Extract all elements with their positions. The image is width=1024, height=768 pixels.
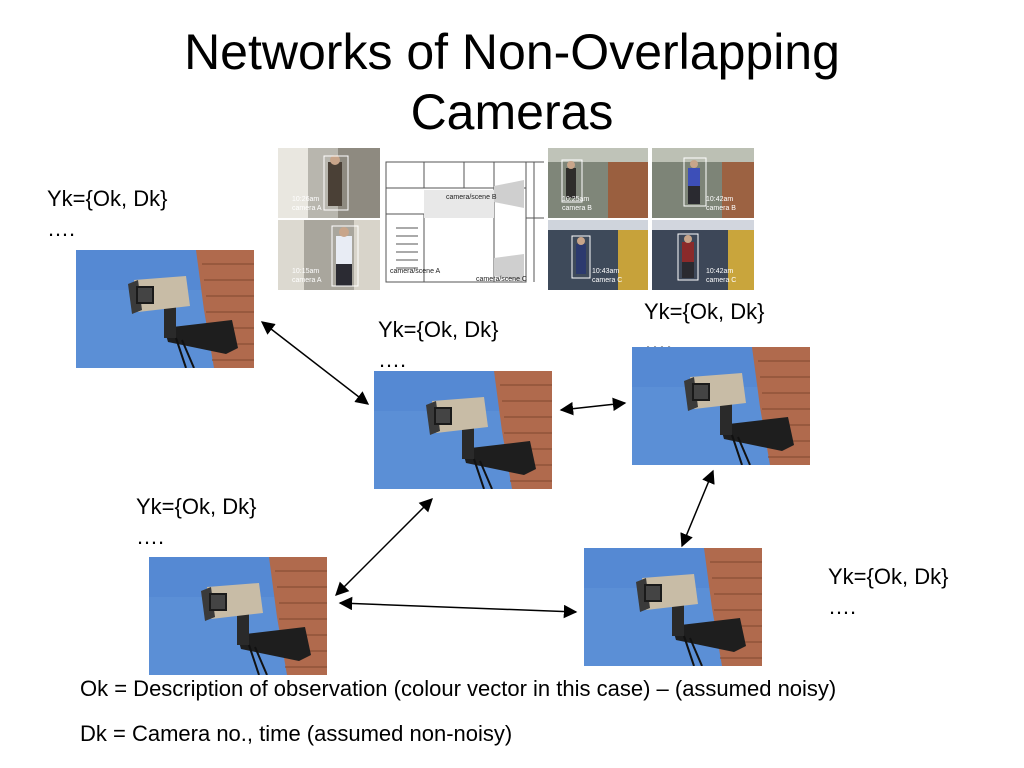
node-label-1: Yk={Ok, Dk} …. (47, 184, 167, 244)
node-label-2: Yk={Ok, Dk} …. (378, 315, 498, 375)
node-label-ellipsis: …. (828, 594, 857, 619)
node-label-ellipsis: …. (378, 347, 407, 372)
floorplan-label-a: camera/scene A (390, 268, 441, 275)
frame-time: 10:25am (562, 196, 590, 203)
floorplan-label-c: camera/scene C (476, 276, 527, 283)
node-label-5: Yk={Ok, Dk} …. (828, 562, 948, 622)
camera-node-1 (76, 250, 254, 368)
node-label-4: Yk={Ok, Dk} …. (136, 492, 256, 552)
camera-node-3 (632, 347, 810, 465)
frame-camera: camera C (592, 277, 623, 284)
node-label-ellipsis: …. (136, 524, 165, 549)
node-label-formula: Yk={Ok, Dk} (378, 317, 499, 342)
floor-plan-diagram: camera/scene B camera/scene A camera/sce… (384, 158, 544, 288)
floorplan-label-b: camera/scene B (446, 194, 497, 201)
link-arrow (559, 397, 627, 416)
frame-camera-a-top: 10:26am camera A (278, 148, 380, 218)
frame-time: 10:43am (592, 268, 620, 275)
node-label-formula: Yk={Ok, Dk} (644, 299, 765, 324)
frame-camera: camera A (292, 205, 322, 212)
frame-camera: camera B (706, 205, 736, 212)
node-label-3: Yk={Ok, Dk} …. (644, 297, 764, 357)
frame-camera-b-right: 10:42am camera B (652, 148, 754, 218)
legend-ok: Ok = Description of observation (colour … (80, 676, 837, 701)
frame-camera: camera A (292, 277, 322, 284)
frame-camera-c-left: 10:43am camera C (548, 220, 648, 290)
link-arrow (338, 596, 578, 619)
frame-time: 10:42am (706, 268, 734, 275)
frame-camera: camera B (562, 205, 592, 212)
camera-node-2 (374, 371, 552, 489)
camera-node-5 (584, 548, 762, 666)
node-label-formula: Yk={Ok, Dk} (828, 564, 949, 589)
frame-camera: camera C (706, 277, 737, 284)
frame-time: 10:42am (706, 196, 734, 203)
node-label-ellipsis: …. (47, 216, 76, 241)
frame-time: 10:15am (292, 268, 320, 275)
frame-camera-c-right: 10:42am camera C (652, 220, 754, 290)
link-arrow (680, 469, 715, 548)
camera-node-4 (149, 557, 327, 675)
link-arrow (260, 321, 370, 405)
frame-camera-a-bottom: 10:15am camera A (278, 220, 380, 290)
camera-network-figure: 10:26am camera A 10:15am camera A cam (278, 148, 754, 290)
node-label-formula: Yk={Ok, Dk} (136, 494, 257, 519)
frame-camera-b-left: 10:25am camera B (548, 148, 648, 218)
link-arrow (335, 498, 433, 596)
frame-time: 10:26am (292, 196, 320, 203)
legend-dk: Dk = Camera no., time (assumed non-noisy… (80, 721, 513, 746)
node-label-formula: Yk={Ok, Dk} (47, 186, 168, 211)
